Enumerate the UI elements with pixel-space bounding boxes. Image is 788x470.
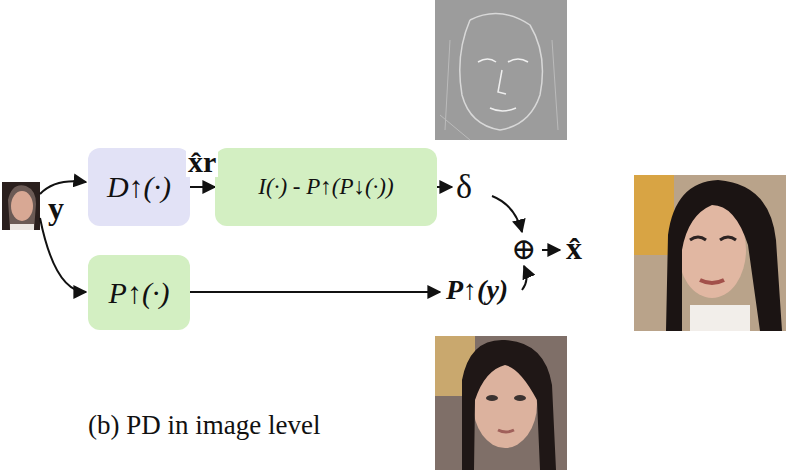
symbol-label: x̂ [566,232,582,264]
symbol-label: y [48,192,64,224]
node-label: I(·) - P↑(P↓(·)) [258,174,393,200]
symbol-label: P↑(y) [446,276,508,304]
caption: (b) PD in image level [88,412,320,439]
node-label: P↑(·) [109,276,170,310]
symbol-label: ⊕ [511,234,536,264]
input-face [2,182,40,230]
symbol-label: δ [456,170,472,204]
process-box: P↑(·) [88,255,190,330]
connector [190,186,215,188]
residual-image [435,0,567,140]
edge-label: x̂r [186,147,218,177]
node-label: D↑(·) [107,170,171,204]
process-box: I(·) - P↑(P↓(·)) [215,148,437,226]
process-box: D↑(·) [88,148,190,226]
upsampled-face [435,336,567,470]
output-face [634,175,786,331]
